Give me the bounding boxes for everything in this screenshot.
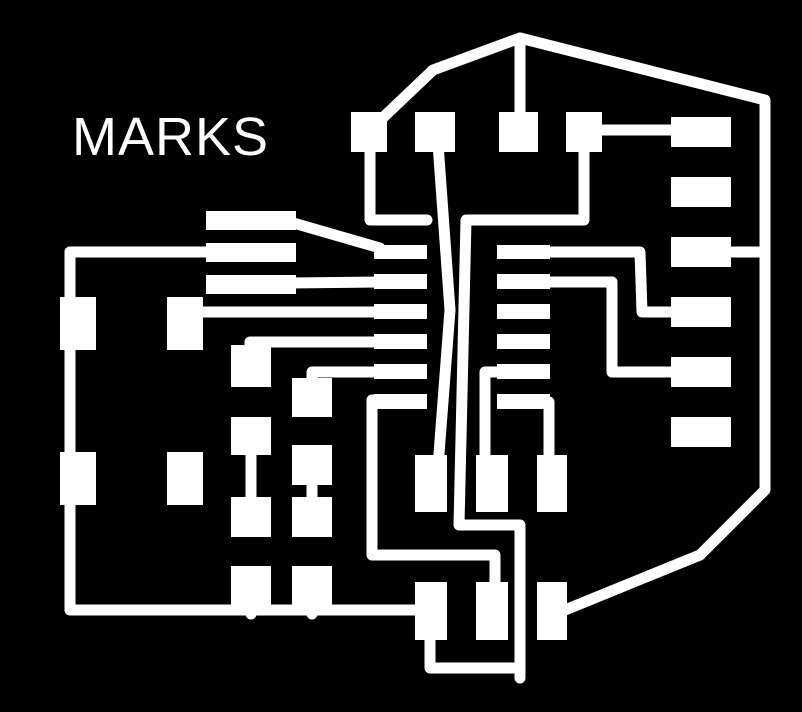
trace xyxy=(534,276,706,378)
small-pad xyxy=(292,566,332,606)
pad xyxy=(566,112,602,152)
ic-pin xyxy=(497,364,550,379)
ic-pin xyxy=(497,245,550,259)
ic-pin xyxy=(497,304,550,319)
trace-outer-ring xyxy=(364,32,771,616)
pad xyxy=(415,455,447,512)
connector-pad xyxy=(206,211,296,230)
ic-pin xyxy=(374,394,427,409)
ic-pin xyxy=(497,274,550,289)
large-pad xyxy=(167,452,203,505)
small-pad xyxy=(292,445,332,485)
large-pad xyxy=(167,297,203,350)
pad xyxy=(537,582,567,640)
ic-pin xyxy=(497,394,550,409)
small-pad xyxy=(231,497,271,537)
small-pad xyxy=(292,497,332,537)
ic-pin xyxy=(374,334,427,349)
pad xyxy=(499,112,538,152)
trace xyxy=(364,134,433,226)
pad xyxy=(415,112,455,152)
small-pad xyxy=(231,345,271,387)
small-pad xyxy=(231,566,271,606)
trace xyxy=(453,134,590,684)
connector-pad xyxy=(206,275,296,294)
small-pad xyxy=(231,417,271,455)
pad xyxy=(671,117,731,147)
small-pad xyxy=(292,378,332,417)
pad xyxy=(671,297,731,327)
large-pad xyxy=(60,452,96,505)
pads xyxy=(60,112,731,640)
trace xyxy=(284,276,386,289)
trace xyxy=(431,124,456,486)
pad xyxy=(671,237,731,267)
large-pad xyxy=(60,297,96,350)
pad xyxy=(537,455,567,512)
trace xyxy=(284,216,386,254)
ic-pin xyxy=(374,245,427,259)
pad xyxy=(671,417,731,447)
ic-pin xyxy=(374,274,427,289)
trace xyxy=(479,366,503,486)
marks-label: MARKS xyxy=(72,107,270,167)
pad xyxy=(351,112,387,152)
pad xyxy=(671,357,731,387)
ic-pin xyxy=(497,334,550,349)
pad xyxy=(671,177,731,207)
pad xyxy=(476,455,508,512)
ic-pin xyxy=(374,364,427,379)
ic-pin xyxy=(374,304,427,319)
pad xyxy=(476,582,508,640)
connector-pad xyxy=(206,243,296,262)
pad xyxy=(415,582,447,640)
